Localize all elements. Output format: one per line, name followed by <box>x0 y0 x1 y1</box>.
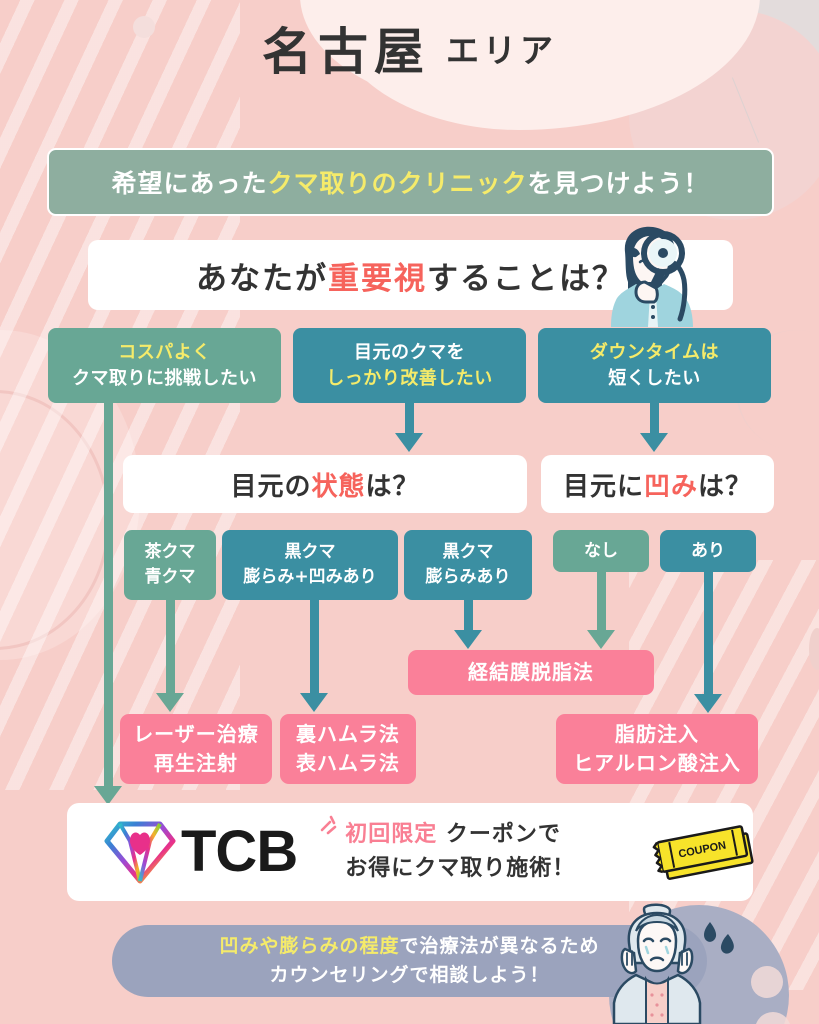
result-3-line-2: 表ハムラ法 <box>296 751 400 775</box>
result-2-line-2: 再生注射 <box>154 751 238 775</box>
mid-question-2-suffix: は？ <box>698 471 753 502</box>
connector-line-option-1 <box>104 403 113 793</box>
headline-banner: 希望にあったクマ取りのクリニックを見つけよう！ <box>47 148 774 216</box>
main-question-prefix: あなたが <box>196 260 328 297</box>
result-box-keiketsumaku-dasshi[interactable]: 経結膜脱脂法 <box>408 650 654 695</box>
connector-arrow-answer-3 <box>454 630 482 649</box>
main-question-highlight: 重要視 <box>328 260 427 297</box>
bottom-banner-line-1: 凹みや膨らみの程度で治療法が異なるため <box>219 932 599 961</box>
sweat-drops-icon <box>704 922 734 954</box>
option-2-line-2: しっかり改善したい <box>326 367 493 389</box>
result-4-line-2: ヒアルロン酸注入 <box>573 751 741 775</box>
page-title: 名古屋エリア <box>0 12 819 84</box>
mid-question-state: 目元の状態は？ <box>123 455 527 513</box>
mid-question-1-prefix: 目元の <box>230 471 312 502</box>
title-area-name: 名古屋 <box>262 23 430 81</box>
headline-highlight: クマ取りのクリニック <box>267 169 528 198</box>
decor-dot-b <box>751 966 783 998</box>
mid-question-2-prefix: 目元に <box>562 471 644 502</box>
bottom-banner-line-2: カウンセリングで相談しよう！ <box>269 964 550 986</box>
result-box-shibou-hyaluron[interactable]: 脂肪注入 ヒアルロン酸注入 <box>556 714 758 784</box>
decor-dot-a <box>133 16 155 38</box>
result-2-line-1: レーザー治療 <box>133 722 259 746</box>
tcb-copy-line-2: お得にクマ取り施術！ <box>345 856 576 881</box>
option-box-downtime[interactable]: ダウンタイムは 短くしたい <box>538 328 771 403</box>
connector-line-answer-3 <box>464 600 473 632</box>
connector-arrow-answer-4 <box>587 630 615 649</box>
answer-4-line-1: なし <box>584 540 618 561</box>
option-1-line-1: コスパよく <box>118 341 211 363</box>
option-3-line-2: 短くしたい <box>608 367 701 389</box>
option-1-line-2: クマ取りに挑戦したい <box>72 367 257 389</box>
tcb-promo-copy: 初回限定 クーポンで お得にクマ取り施術！ <box>320 815 576 886</box>
bottom-banner-line-1-rest: で治療法が異なるため <box>399 934 600 957</box>
connector-line-answer-2 <box>310 600 319 695</box>
connector-arrow-answer-2 <box>300 693 328 712</box>
connector-line-answer-5 <box>704 572 713 696</box>
result-3-line-1: 裏ハムラ法 <box>296 722 400 746</box>
main-question-box: あなたが重要視することは？ <box>88 240 733 310</box>
tcb-copy-highlight: 初回限定 <box>345 821 438 847</box>
bottom-banner-highlight: 凹みや膨らみの程度 <box>219 934 400 957</box>
main-question-suffix: することは？ <box>427 260 625 297</box>
answer-5-line-1: あり <box>691 540 725 561</box>
tcb-copy-line-1: 初回限定 クーポンで <box>345 818 575 852</box>
connector-arrow-option-2 <box>395 433 423 452</box>
answer-box-chakuma-aokuma[interactable]: 茶クマ 青クマ <box>124 530 216 600</box>
tcb-promo-card[interactable]: TCB 初回限定 クーポンで お得にクマ取り施術！ COUPON <box>67 803 754 901</box>
answer-2-line-2: 膨らみ+凹みあり <box>243 567 377 587</box>
option-3-line-1: ダウンタイムは <box>589 341 720 363</box>
bottom-advice-banner: 凹みや膨らみの程度で治療法が異なるため カウンセリングで相談しよう！ <box>112 925 707 997</box>
connector-line-answer-4 <box>597 572 606 632</box>
result-1-line-1: 経結膜脱脂法 <box>468 660 594 684</box>
tcb-brand-text: TCB <box>181 819 298 884</box>
answer-1-line-2: 青クマ <box>144 567 196 587</box>
answer-box-kurokuma-fukurami[interactable]: 黒クマ 膨らみあり <box>404 530 532 600</box>
connector-arrow-option-1-to-tcb <box>94 786 122 805</box>
woman-with-magnifier-icon <box>611 226 693 327</box>
mid-question-hollow: 目元に凹みは？ <box>541 455 774 513</box>
option-box-cospa[interactable]: コスパよく クマ取りに挑戦したい <box>48 328 281 403</box>
mid-question-1-highlight: 状態 <box>311 471 366 502</box>
coupon-ticket-icon: COUPON <box>652 825 754 880</box>
answer-box-ari[interactable]: あり <box>660 530 756 572</box>
decor-dot-c <box>755 1012 791 1024</box>
answer-3-line-1: 黒クマ <box>442 542 494 563</box>
mid-question-1-suffix: は？ <box>365 471 420 502</box>
result-box-laser-saisei[interactable]: レーザー治療 再生注射 <box>120 714 272 784</box>
answer-3-line-2: 膨らみあり <box>425 567 511 587</box>
connector-arrow-answer-1 <box>156 693 184 712</box>
option-2-line-1: 目元のクマを <box>354 341 465 363</box>
connector-line-option-2 <box>405 403 414 437</box>
rainbow-diamond-logo-icon <box>104 821 176 884</box>
title-area-suffix: エリア <box>446 31 557 70</box>
option-box-kaizen[interactable]: 目元のクマを しっかり改善したい <box>293 328 526 403</box>
answer-2-line-1: 黒クマ <box>284 542 336 563</box>
answer-box-nashi[interactable]: なし <box>553 530 649 572</box>
sparkle-lines-icon <box>320 815 337 835</box>
tcb-copy-line-1-rest: クーポンで <box>437 821 561 847</box>
result-box-hamura[interactable]: 裏ハムラ法 表ハムラ法 <box>280 714 416 784</box>
decor-dot-d <box>809 628 819 670</box>
connector-line-answer-1 <box>166 600 175 695</box>
worried-woman-icon <box>612 903 702 1024</box>
tcb-logo-area: TCB <box>103 819 298 885</box>
headline-suffix: を見つけよう！ <box>527 169 710 198</box>
mid-question-2-highlight: 凹み <box>643 471 698 502</box>
answer-box-kurokuma-fukurami-hekomi[interactable]: 黒クマ 膨らみ+凹みあり <box>222 530 398 600</box>
headline-prefix: 希望にあった <box>111 169 268 198</box>
result-4-line-1: 脂肪注入 <box>615 722 699 746</box>
answer-1-line-1: 茶クマ <box>144 542 196 563</box>
connector-arrow-answer-5 <box>694 694 722 713</box>
connector-line-option-3 <box>650 403 659 437</box>
connector-arrow-option-3 <box>640 433 668 452</box>
